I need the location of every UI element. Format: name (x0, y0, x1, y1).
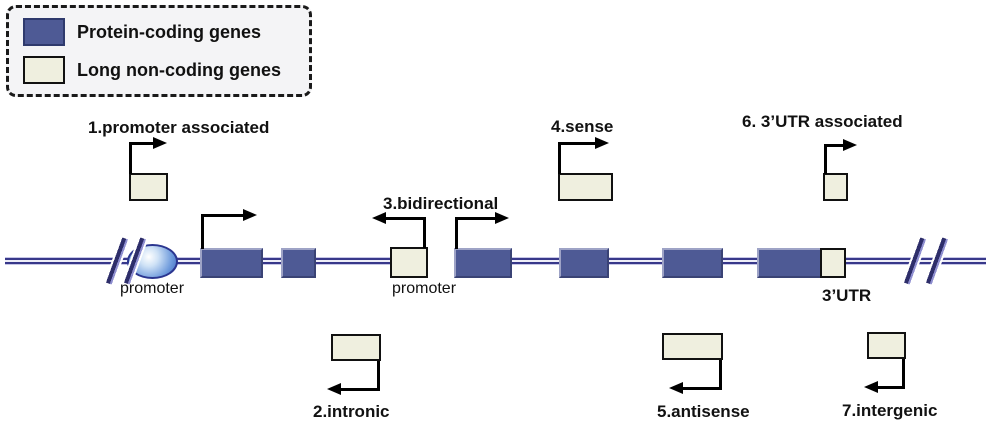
transcription-arrow-line (377, 361, 380, 391)
transcription-arrow-line (201, 214, 204, 249)
transcription-arrow-line (423, 217, 426, 248)
legend-row-long-noncoding: Long non-coding genes (23, 56, 309, 84)
sense-label: 4.sense (551, 117, 614, 136)
transcription-arrow-line (902, 359, 905, 389)
lncrna-box-bidirectional-promoter (390, 247, 428, 278)
lncrna-box-intergenic (867, 332, 906, 359)
arrow-left-icon (327, 383, 341, 395)
transcription-arrow-line (341, 388, 380, 391)
transcription-arrow-line (824, 144, 827, 174)
lncrna-box-antisense (662, 333, 723, 360)
legend-label-protein-coding: Protein-coding genes (77, 21, 262, 42)
legend-row-protein-coding: Protein-coding genes (23, 18, 309, 46)
long-noncoding-swatch (23, 56, 65, 84)
lncrna-box-promoter-associated (129, 173, 168, 201)
transcription-arrow-line (386, 217, 426, 220)
promoter-label-left: promoter (120, 280, 185, 297)
lncrna-box-sense (558, 173, 613, 201)
arrow-left-icon (372, 212, 386, 224)
gene-exon (662, 248, 723, 278)
arrow-right-icon (243, 209, 257, 221)
antisense-label: 5.antisense (657, 402, 750, 421)
transcription-arrow-line (455, 217, 495, 220)
legend-label-long-noncoding: Long non-coding genes (77, 59, 281, 80)
utr-box (820, 248, 846, 278)
transcription-arrow-line (129, 142, 153, 145)
transcription-arrow-line (558, 142, 595, 145)
arrow-right-icon (595, 137, 609, 149)
intergenic-label: 7.intergenic (842, 401, 938, 420)
promoter-associated-label: 1.promoter associated (88, 118, 270, 137)
gene-exon (757, 248, 823, 278)
arrow-left-icon (864, 381, 878, 393)
gene-exon (559, 248, 609, 278)
gene-exon (281, 248, 316, 278)
arrow-right-icon (153, 137, 167, 149)
intronic-label: 2.intronic (313, 402, 390, 421)
promoter-label-bidirectional: promoter (392, 280, 457, 297)
transcription-arrow-line (683, 387, 722, 390)
transcription-arrow-line (824, 144, 843, 147)
transcription-arrow-line (201, 214, 243, 217)
utr-label: 3’UTR (822, 286, 872, 305)
transcription-arrow-line (455, 217, 458, 249)
lncrna-box-intronic (331, 334, 381, 361)
arrow-right-icon (495, 212, 509, 224)
lncrna-box-utr-associated (823, 173, 848, 201)
gene-exon (200, 248, 263, 278)
arrow-right-icon (843, 139, 857, 151)
protein-coding-swatch (23, 18, 65, 46)
gene-exon (454, 248, 512, 278)
transcription-arrow-line (129, 142, 132, 174)
utr-associated-label: 6. 3’UTR associated (742, 112, 903, 131)
arrow-left-icon (669, 382, 683, 394)
bidirectional-label: 3.bidirectional (383, 194, 499, 213)
transcription-arrow-line (719, 360, 722, 390)
legend: Protein-coding genes Long non-coding gen… (6, 5, 312, 97)
transcription-arrow-line (558, 142, 561, 174)
transcription-arrow-line (878, 386, 905, 389)
